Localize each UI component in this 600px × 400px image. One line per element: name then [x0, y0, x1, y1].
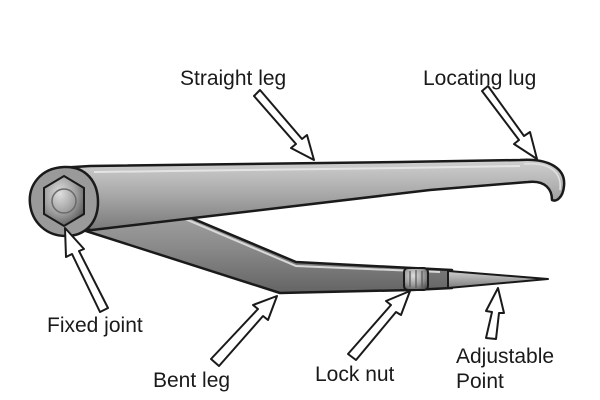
fixed-joint — [28, 165, 100, 238]
straight-leg-highlight — [93, 165, 521, 173]
arrow-adjustable-point — [485, 287, 505, 340]
label-bent-leg: Bent leg — [153, 369, 231, 392]
arrow-fixed-joint — [64, 227, 109, 313]
arrow-locating-lug — [481, 85, 538, 160]
arrows — [64, 85, 538, 367]
arrow-lock-nut — [347, 290, 411, 361]
label-straight-leg: Straight leg — [180, 67, 287, 90]
label-adjustable-point-line1: Adjustable — [456, 345, 555, 368]
straight-leg — [56, 158, 566, 232]
label-adjustable-point: Adjustable Point — [456, 344, 554, 394]
label-adjustable-point-line2: Point — [456, 370, 504, 393]
label-fixed-joint: Fixed joint — [47, 314, 143, 337]
label-locating-lug: Locating lug — [423, 67, 537, 90]
locating-lug — [523, 163, 561, 191]
label-lock-nut: Lock nut — [315, 363, 395, 386]
lock-nut — [403, 267, 429, 291]
arrow-bent-leg — [210, 295, 278, 367]
arrow-straight-leg — [253, 89, 315, 161]
adjustable-point — [447, 270, 549, 289]
